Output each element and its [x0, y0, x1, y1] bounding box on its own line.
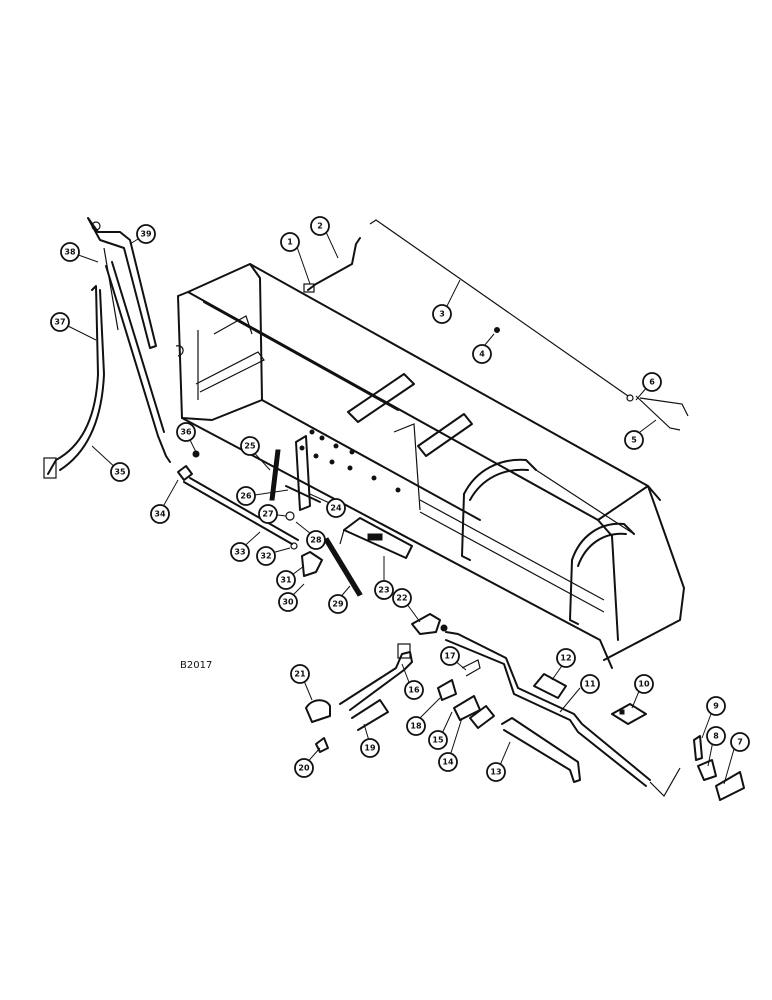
svg-text:19: 19	[364, 744, 376, 753]
svg-text:14: 14	[442, 758, 454, 767]
figure-reference: B2017	[180, 660, 212, 671]
svg-text:31: 31	[280, 576, 292, 585]
callout-8: 8	[706, 726, 726, 746]
callout-3: 3	[432, 304, 452, 324]
svg-text:2: 2	[317, 222, 323, 231]
svg-text:1: 1	[287, 238, 293, 247]
svg-text:32: 32	[260, 552, 271, 561]
callout-39: 39	[136, 224, 156, 244]
svg-text:8: 8	[713, 732, 719, 741]
callout-1: 1	[280, 232, 300, 252]
callout-7: 7	[730, 732, 750, 752]
svg-text:26: 26	[240, 492, 252, 501]
svg-text:10: 10	[638, 680, 650, 689]
bracket-part	[303, 237, 500, 333]
callout-19: 19	[360, 738, 380, 758]
svg-text:35: 35	[114, 468, 126, 477]
flat-plate	[533, 673, 567, 699]
callout-30: 30	[278, 592, 298, 612]
callout-32: 32	[256, 546, 276, 566]
svg-text:20: 20	[298, 764, 310, 773]
svg-text:21: 21	[294, 670, 306, 679]
svg-text:36: 36	[180, 428, 192, 437]
long-linkage	[445, 631, 681, 797]
end-fittings	[693, 735, 745, 801]
callout-20: 20	[294, 758, 314, 778]
callout-21: 21	[290, 664, 310, 684]
main-frame	[175, 263, 685, 669]
svg-text:28: 28	[310, 536, 322, 545]
callout-22: 22	[392, 588, 412, 608]
callout-37: 37	[50, 312, 70, 332]
callout-11: 11	[580, 674, 600, 694]
callout-2: 2	[310, 216, 330, 236]
svg-text:4: 4	[479, 350, 485, 359]
callout-33: 33	[230, 542, 250, 562]
callout-15: 15	[428, 730, 448, 750]
svg-text:7: 7	[737, 738, 743, 747]
lift-arm	[87, 217, 171, 463]
callouts: 1 2 3 4 5 6 7 8 9 10 11 12 13 14 15 16 1…	[50, 216, 750, 782]
bolt-holes	[299, 429, 401, 493]
callout-17: 17	[440, 646, 460, 666]
clip-parts	[437, 659, 495, 729]
svg-text:29: 29	[332, 600, 344, 609]
callout-10: 10	[634, 674, 654, 694]
svg-text:27: 27	[262, 510, 273, 519]
svg-text:16: 16	[408, 686, 420, 695]
svg-text:6: 6	[649, 378, 655, 387]
callout-14: 14	[438, 752, 458, 772]
callout-13: 13	[486, 762, 506, 782]
callout-24: 24	[326, 498, 346, 518]
svg-text:33: 33	[234, 548, 245, 557]
angle-bar	[501, 717, 581, 783]
callout-31: 31	[276, 570, 296, 590]
svg-text:13: 13	[490, 768, 501, 777]
callout-9: 9	[706, 696, 726, 716]
rod-and-brackets	[305, 643, 413, 753]
svg-text:37: 37	[54, 318, 65, 327]
curved-brace	[43, 285, 105, 479]
svg-text:11: 11	[584, 680, 596, 689]
callout-16: 16	[404, 680, 424, 700]
rod-assembly	[369, 219, 689, 431]
callout-4: 4	[472, 344, 492, 364]
callout-5: 5	[624, 430, 644, 450]
svg-text:38: 38	[64, 248, 76, 257]
svg-text:15: 15	[432, 736, 444, 745]
callout-35: 35	[110, 462, 130, 482]
callout-38: 38	[60, 242, 80, 262]
callout-27: 27	[258, 504, 278, 524]
svg-text:5: 5	[631, 436, 637, 445]
block-part	[611, 703, 647, 725]
callout-26: 26	[236, 486, 256, 506]
callout-29: 29	[328, 594, 348, 614]
svg-text:18: 18	[410, 722, 422, 731]
callout-18: 18	[406, 716, 426, 736]
callout-25: 25	[240, 436, 260, 456]
svg-text:12: 12	[560, 654, 571, 663]
callout-28: 28	[306, 530, 326, 550]
callout-23: 23	[374, 580, 394, 600]
mounting-plate	[339, 517, 413, 559]
svg-text:3: 3	[439, 310, 445, 319]
hinge-bracket	[411, 613, 448, 635]
callout-36: 36	[176, 422, 196, 442]
callout-6: 6	[642, 372, 662, 392]
svg-text:23: 23	[378, 586, 389, 595]
svg-text:22: 22	[396, 594, 407, 603]
svg-text:9: 9	[713, 702, 719, 711]
callout-34: 34	[150, 504, 170, 524]
svg-text:30: 30	[282, 598, 294, 607]
callout-12: 12	[556, 648, 576, 668]
svg-text:17: 17	[444, 652, 455, 661]
svg-text:25: 25	[244, 442, 256, 451]
svg-text:24: 24	[330, 504, 342, 513]
svg-text:39: 39	[140, 230, 152, 239]
svg-text:34: 34	[154, 510, 166, 519]
lever-group	[177, 435, 363, 597]
